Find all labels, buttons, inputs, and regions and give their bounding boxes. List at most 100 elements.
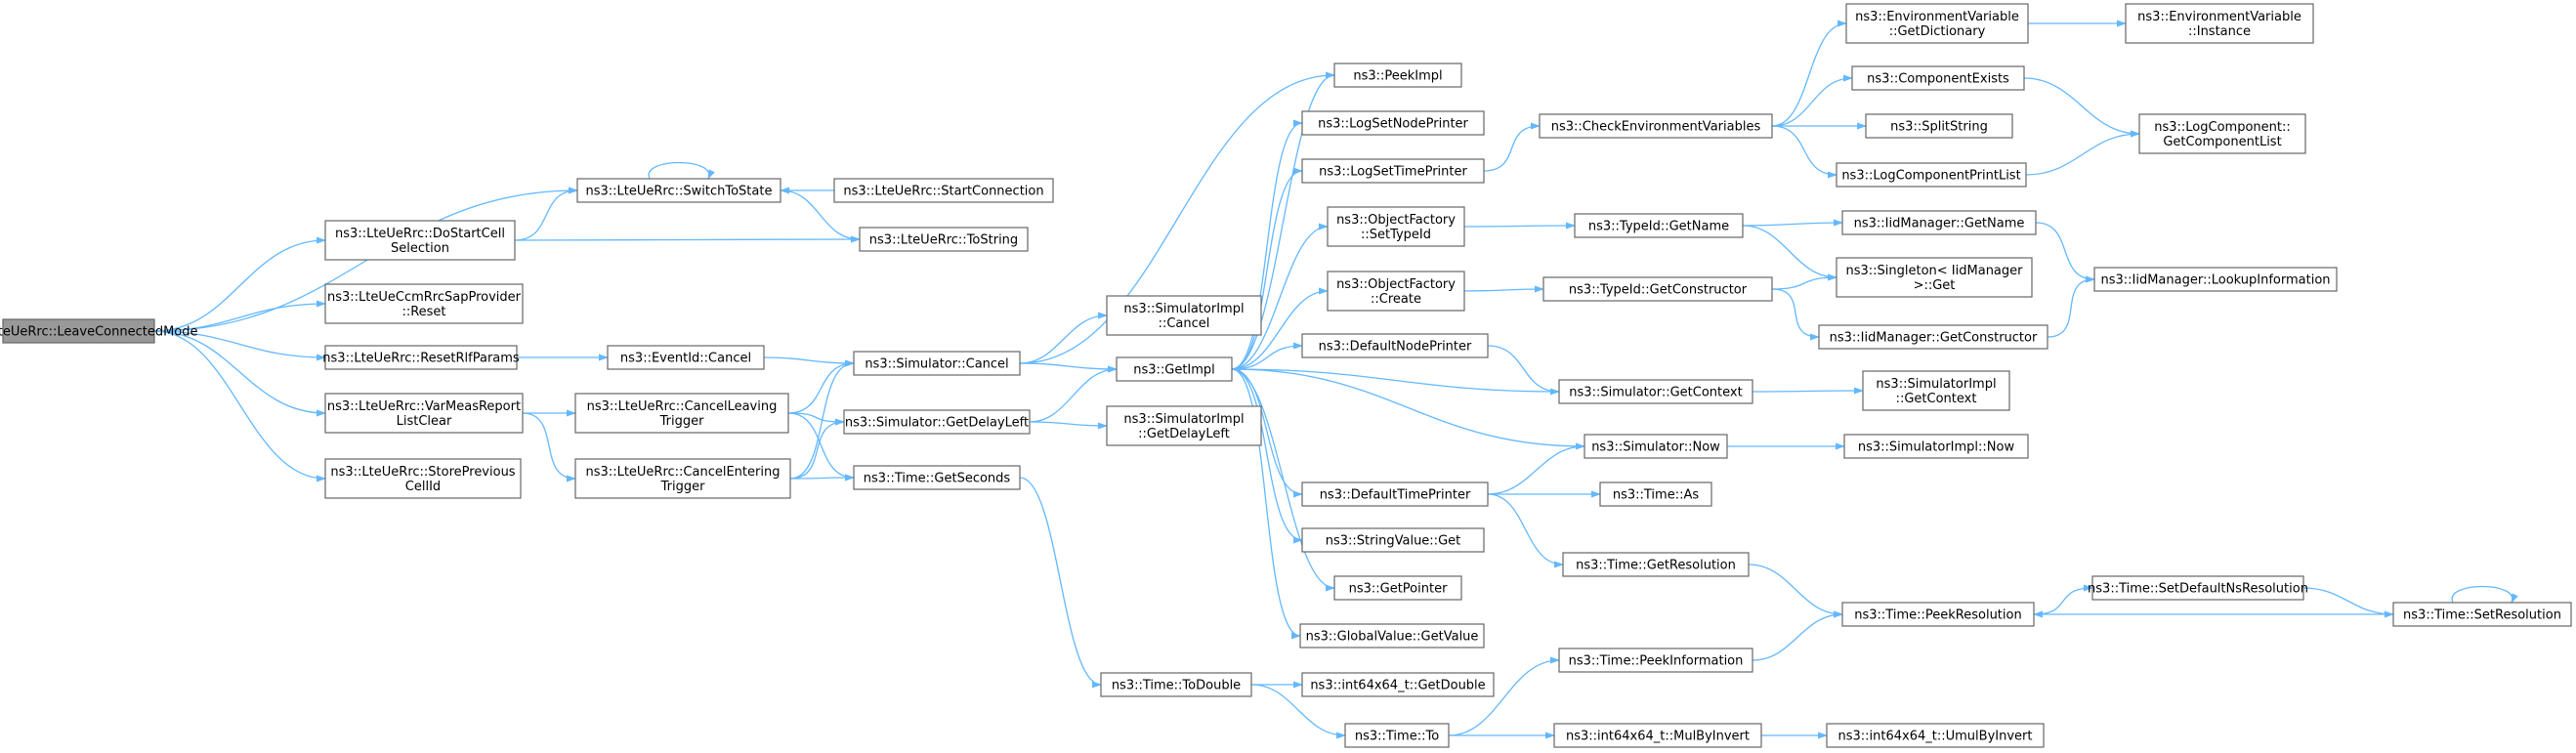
graph-node-label: ns3::Time::ToDouble [1112, 679, 1241, 693]
graph-node-label: ::GetContext [1896, 392, 1977, 406]
graph-node[interactable]: ns3::Singleton< IidManager>::Get [1836, 257, 2033, 298]
graph-node-label: ns3::LteUeRrc::VarMeasReport [327, 399, 521, 414]
graph-node[interactable]: ns3::IidManager::LookupInformation [2093, 267, 2338, 292]
graph-node[interactable]: ns3::LteUeRrc::ResetRlfParams [322, 345, 520, 370]
graph-node[interactable]: ns3::SimulatorImpl::Cancel [1106, 295, 1262, 336]
graph-node[interactable]: ns3::ObjectFactory::SetTypeId [1327, 206, 1465, 247]
graph-node-box [1106, 405, 1262, 446]
graph-node-box [1344, 723, 1450, 748]
graph-node-label: ns3::EnvironmentVariable [1855, 10, 2019, 24]
graph-node[interactable]: ns3::int64x64_t::GetDouble [1301, 672, 1495, 697]
graph-node[interactable]: ns3::IidManager::GetName [1841, 210, 2037, 235]
graph-edge [1231, 342, 1303, 370]
graph-edge [1752, 387, 1864, 395]
graph-node[interactable]: ns3::PeekImpl [1333, 63, 1462, 88]
graph-node[interactable]: ns3::LogSetNodePrinter [1301, 110, 1485, 136]
graph-node-box [1851, 65, 2025, 91]
graph-node-label: ns3::TypeId::GetName [1588, 220, 1729, 234]
graph-node-box [1327, 271, 1465, 312]
graph-edge [1231, 119, 1303, 370]
graph-node[interactable]: ns3::GlobalValue::GetValue [1299, 623, 1485, 648]
graph-node[interactable]: ns3::EnvironmentVariable::Instance [2125, 3, 2314, 44]
graph-node[interactable]: ns3::SplitString [1865, 113, 2013, 139]
graph-node[interactable]: ns3::LteUeRrc::SwitchToState [576, 178, 781, 203]
graph-node-box [1299, 623, 1485, 648]
graph-node-box [576, 178, 781, 203]
graph-node-box [324, 220, 516, 261]
graph-node[interactable]: ns3::LteUeRrc::ToString [859, 227, 1029, 252]
graph-node[interactable]: ns3::LogSetTimePrinter [1301, 158, 1485, 184]
graph-edge [787, 412, 855, 481]
graph-node[interactable]: ns3::LteUeRrc::LeaveConnectedMode [0, 318, 198, 344]
graph-node[interactable]: ns3::EventId::Cancel [607, 345, 765, 370]
graph-edge [1231, 368, 1303, 544]
graph-edge [1231, 365, 1585, 447]
graph-node[interactable]: ns3::ComponentExists [1851, 65, 2025, 91]
graph-node[interactable]: ns3::Time::PeekInformation [1558, 648, 1753, 673]
graph-node-box [1841, 210, 2037, 235]
graph-node-box [1333, 575, 1462, 601]
graph-node[interactable]: ns3::Time::ToDouble [1100, 672, 1252, 697]
graph-node[interactable]: ns3::Simulator::Cancel [853, 351, 1021, 376]
graph-node-label: ::GetDelayLeft [1138, 427, 1230, 441]
graph-edge [1752, 610, 1843, 661]
graph-node[interactable]: ns3::int64x64_t::UmulByInvert [1826, 723, 2045, 748]
graph-node[interactable]: ns3::LogComponent::GetComponentList [2138, 113, 2306, 154]
graph-node[interactable]: ns3::Simulator::Now [1584, 434, 1728, 459]
graph-node[interactable]: ns3::int64x64_t::MulByInvert [1553, 723, 1762, 748]
graph-node[interactable]: ns3::IidManager::GetConstructor [1818, 324, 2048, 350]
graph-node-label: ns3::StringValue::Get [1326, 534, 1460, 549]
graph-node-label: ns3::Simulator::Cancel [865, 357, 1008, 372]
graph-edge [1029, 421, 1108, 430]
graph-node[interactable]: ns3::SimulatorImpl::GetContext [1862, 370, 2010, 411]
graph-node[interactable]: ns3::Time::As [1599, 481, 1712, 507]
graph-node[interactable]: ns3::DefaultTimePrinter [1301, 481, 1489, 507]
graph-node[interactable]: ns3::Simulator::GetDelayLeft [843, 409, 1031, 435]
graph-node[interactable]: ns3::Time::To [1344, 723, 1450, 748]
graph-node[interactable]: ns3::LteUeCcmRrcSapProvider::Reset [324, 283, 524, 324]
graph-node[interactable]: ns3::CheckEnvironmentVariables [1539, 113, 1773, 139]
graph-node-box [1836, 257, 2033, 298]
graph-node[interactable]: ns3::TypeId::GetName [1574, 213, 1744, 238]
graph-node-box [859, 227, 1029, 252]
graph-node[interactable]: ns3::DefaultNodePrinter [1301, 333, 1489, 358]
graph-node[interactable]: ns3::Simulator::GetContext [1558, 379, 1753, 404]
graph-node[interactable]: ns3::GetPointer [1333, 575, 1462, 601]
graph-node[interactable]: ns3::EnvironmentVariable::GetDictionary [1845, 3, 2029, 44]
graph-edge [1771, 125, 1837, 179]
graph-node-label: ns3::SimulatorImpl [1123, 302, 1244, 316]
graph-node-label: GetComponentList [2163, 135, 2281, 149]
graph-edge [153, 330, 326, 361]
graph-node[interactable]: ns3::Time::PeekResolution [1841, 602, 2035, 627]
graph-node[interactable]: ns3::TypeId::GetConstructor [1542, 276, 1773, 302]
graph-node[interactable]: ns3::SimulatorImpl::GetDelayLeft [1106, 405, 1262, 446]
graph-edge [1742, 219, 1843, 227]
graph-node[interactable]: ns3::ObjectFactory::Create [1327, 271, 1465, 312]
graph-node[interactable]: ns3::LogComponentPrintList [1836, 162, 2027, 188]
graph-node-box [1553, 723, 1762, 748]
graph-edge [1771, 74, 1853, 127]
graph-node[interactable]: ns3::SimulatorImpl::Now [1843, 434, 2029, 459]
graph-node-box [1106, 295, 1262, 336]
graph-node[interactable]: ns3::LteUeRrc::StartConnection [833, 178, 1054, 203]
graph-node[interactable]: ns3::Time::GetResolution [1562, 552, 1750, 577]
graph-node[interactable]: ns3::Time::SetResolution [2392, 602, 2572, 627]
graph-node-label: ns3::IidManager::GetConstructor [1830, 331, 2038, 346]
graph-node[interactable]: ns3::StringValue::Get [1301, 527, 1485, 553]
graph-edge [2035, 222, 2095, 283]
graph-node-box [2125, 3, 2314, 44]
graph-node[interactable]: ns3::Time::GetSeconds [853, 465, 1021, 490]
graph-edge [2023, 77, 2140, 138]
graph-node-box [1301, 158, 1485, 184]
graph-node-label: ns3::LteUeRrc::CancelLeaving [587, 399, 778, 414]
graph-node-label: ns3::LteUeRrc::StorePrevious [330, 465, 515, 480]
graph-edge [780, 189, 861, 243]
graph-node[interactable]: ns3::Time::SetDefaultNsResolution [2088, 575, 2308, 601]
graph-node[interactable]: ns3::GetImpl [1116, 356, 1233, 382]
graph-node-label: ns3::Time::To [1355, 730, 1439, 744]
